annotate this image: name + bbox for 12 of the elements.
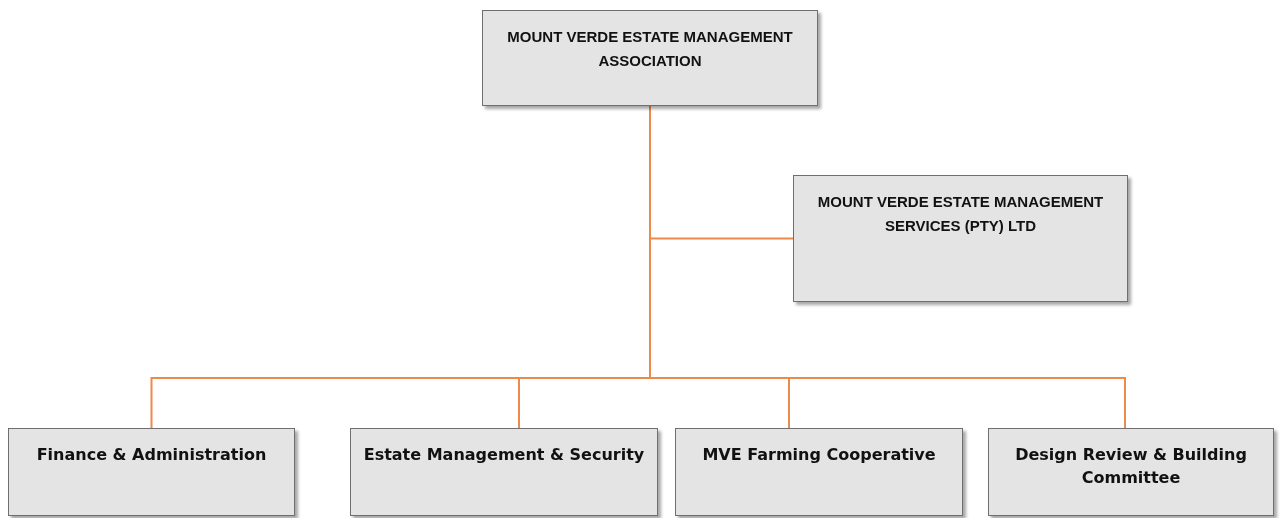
organization-box	[482, 10, 818, 106]
node-label: MOUNT VERDE ESTATE MANAGEMENT SERVICES (PTY) LTD	[816, 192, 1105, 236]
node-label: Design Review & Building Committee	[1014, 444, 1248, 489]
department-box	[675, 428, 963, 516]
node-label: MOUNT VERDE ESTATE MANAGEMENT ASSOCIATION	[506, 27, 794, 71]
node-label: MVE Farming Cooperative	[702, 444, 936, 466]
organization-box	[793, 175, 1128, 302]
department-box	[350, 428, 658, 516]
node-label: Estate Management & Security	[363, 444, 645, 466]
node-label: Finance & Administration	[36, 444, 267, 466]
department-box	[8, 428, 295, 516]
department-box	[988, 428, 1274, 516]
